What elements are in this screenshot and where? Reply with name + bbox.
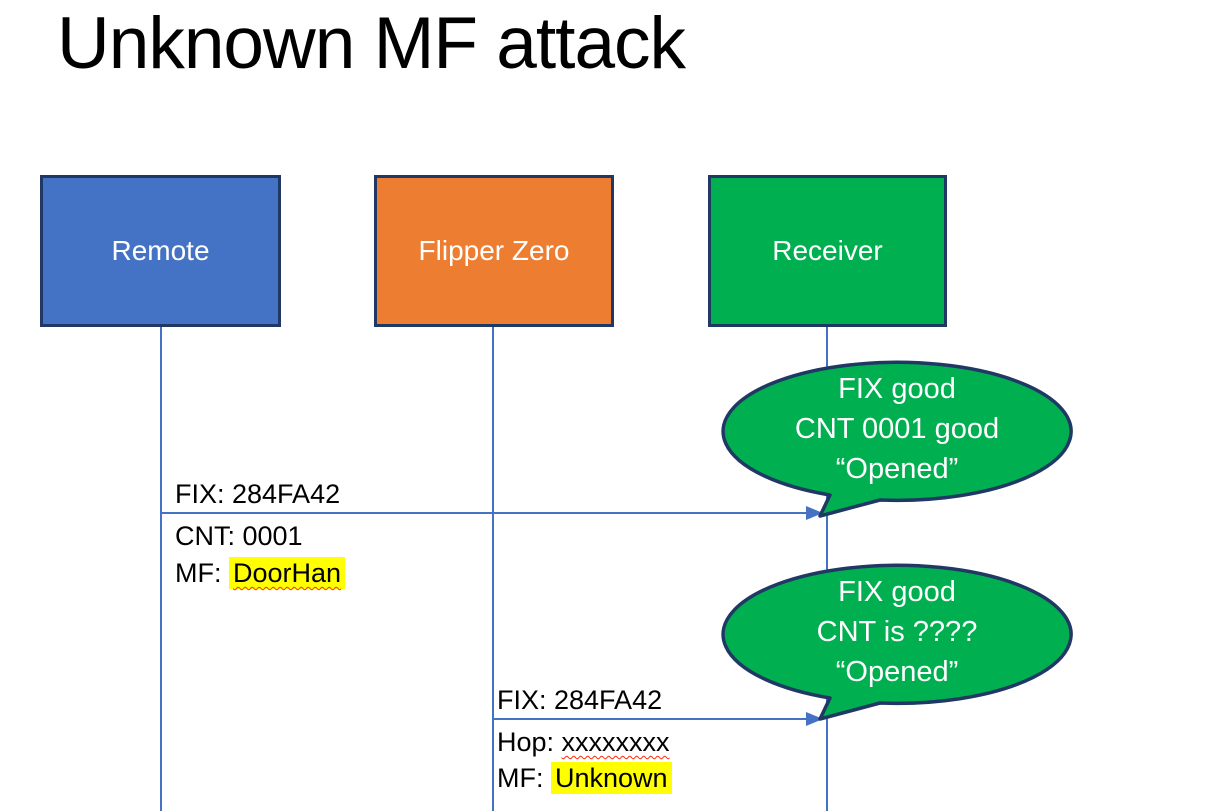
slide-title: Unknown MF attack — [57, 3, 686, 84]
callout1-line3: “Opened” — [835, 453, 959, 485]
actor-box-receiver: Receiver — [708, 175, 947, 327]
lifeline-flipper-zero — [492, 327, 494, 811]
message2-hop-value-underlined: xxxxxxxx — [561, 727, 670, 757]
message1-mf-label: MF: DoorHan — [175, 557, 346, 589]
message2-mf-label: MF: Unknown — [497, 762, 672, 794]
message1-cnt-label: CNT: 0001 — [175, 521, 303, 552]
message-arrow-remote-to-receiver — [161, 512, 807, 514]
receiver-callout-2-text: FIX good CNT is ???? “Opened” — [723, 572, 1071, 692]
message2-mf-value-highlighted: Unknown — [551, 762, 672, 794]
callout1-line1: FIX good — [838, 373, 956, 405]
callout2-line2: CNT is ???? — [816, 616, 978, 648]
message1-cnt-prefix: CNT: — [175, 521, 243, 551]
lifeline-remote — [160, 327, 162, 811]
receiver-callout-1-text: FIX good CNT 0001 good “Opened” — [723, 369, 1071, 489]
message1-mf-prefix: MF: — [175, 558, 229, 588]
callout2-line3: “Opened” — [835, 656, 959, 688]
callout2-line1: FIX good — [838, 576, 956, 608]
actor-label-remote: Remote — [111, 235, 210, 266]
message1-fix-label: FIX: 284FA42 — [175, 479, 341, 509]
message-arrow-flipper-to-receiver-head — [806, 712, 823, 726]
actor-label-receiver: Receiver — [772, 235, 883, 266]
actor-box-flipper-zero: Flipper Zero — [374, 175, 614, 327]
actor-label-flipper-zero: Flipper Zero — [418, 235, 570, 266]
message-arrow-flipper-to-receiver — [493, 718, 807, 720]
lifeline-receiver — [826, 327, 828, 811]
message1-cnt-value: 0001 — [242, 521, 303, 551]
actor-box-remote: Remote — [40, 175, 281, 327]
message1-mf-value-highlighted: DoorHan — [229, 557, 346, 589]
message2-mf-prefix: MF: — [497, 763, 551, 793]
message2-fix-label: FIX: 284FA42 — [497, 685, 663, 715]
message2-hop-prefix: Hop: — [497, 727, 562, 757]
receiver-callout-2-bubble — [721, 563, 1073, 721]
message2-hop-label: Hop: xxxxxxxx — [497, 727, 670, 758]
receiver-callout-1-bubble — [721, 360, 1073, 518]
callout1-line2: CNT 0001 good — [794, 413, 1000, 445]
